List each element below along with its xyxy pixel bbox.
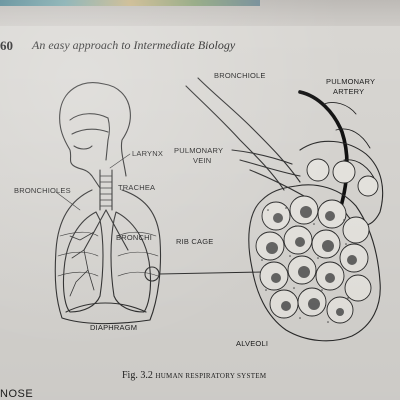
head-outline (59, 82, 105, 189)
label-bronchiole: BRONCHIOLE (214, 71, 266, 80)
caption-number: Fig. 3.2 (122, 370, 153, 381)
pulmonary-artery (298, 90, 349, 212)
trachea-shape (99, 169, 113, 211)
left-lung (62, 211, 104, 313)
label-pulmonary-artery-line2: ARTERY (333, 87, 365, 96)
running-head: An easy approach to Intermediate Biology (32, 38, 236, 52)
label-bronchioles: BRONCHIOLES (14, 186, 71, 195)
bronchiole-tube (185, 85, 285, 191)
caption-title: HUMAN RESPIRATORY SYSTEM (155, 372, 267, 380)
label-alveoli: ALVEOLI (236, 339, 269, 348)
section-heading-nose: NOSE (0, 388, 34, 400)
diaphragm-curve (65, 302, 147, 313)
label-bronchi: BRONCHI (116, 233, 152, 242)
label-trachea: TRACHEA (118, 183, 156, 192)
pulmonary-vein-branches (231, 149, 305, 197)
page-number: 60 (0, 38, 13, 53)
thorax-outline (54, 189, 162, 325)
label-pulmonary-vein-line2: VEIN (193, 156, 212, 165)
alveoli-cluster (248, 184, 381, 342)
label-diaphragm: DIAPHRAGM (90, 323, 138, 332)
label-larynx: LARYNX (132, 149, 164, 158)
figure-caption: Fig. 3.2 HUMAN RESPIRATORY SYSTEM (122, 370, 266, 381)
label-rib-cage: RIB CAGE (176, 237, 214, 246)
label-pulmonary-artery-line1: PULMONARY (326, 77, 376, 86)
label-pulmonary-vein-line1: PULMONARY (174, 146, 224, 155)
right-lung (110, 211, 152, 313)
cover-edge (0, 0, 260, 6)
